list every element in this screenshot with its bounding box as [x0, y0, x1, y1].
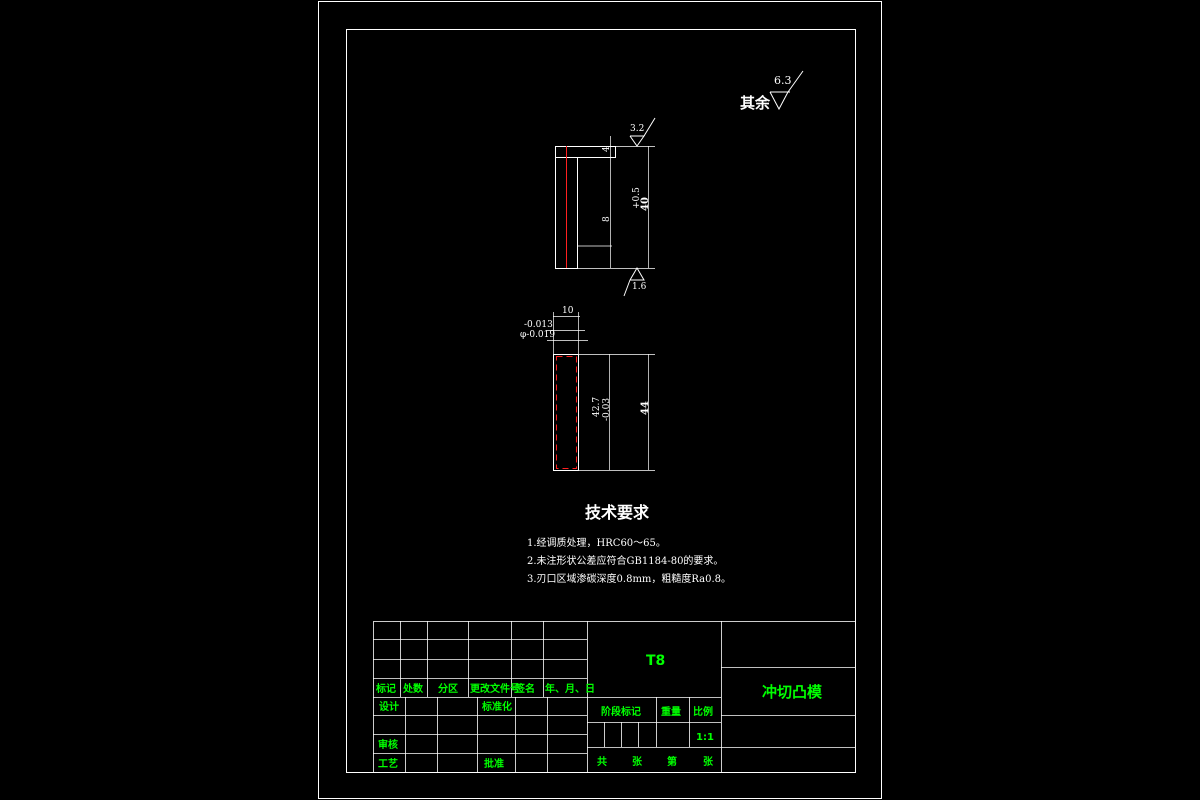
- process-label: 工艺: [378, 757, 398, 770]
- review-label: 审核: [378, 738, 398, 751]
- tech-requirement-3: 3.刃口区域渗碳深度0.8mm，粗糙度Ra0.8。: [527, 572, 731, 585]
- dim-inner-b: -0.03: [602, 398, 612, 421]
- dim-tol-upper: -0.013: [524, 320, 553, 330]
- dim-front-height-text: 44: [640, 401, 651, 415]
- side-view-head: [555, 146, 616, 158]
- front-view: 10 -0.013 φ-0.019 42.7 -0.03 44: [520, 306, 655, 471]
- part-name-text: 冲切凸模: [762, 683, 823, 701]
- standardization-label: 标准化: [481, 700, 512, 713]
- scale-value: 1:1: [696, 732, 714, 743]
- dim-mid-text: 8: [602, 216, 612, 222]
- general-roughness-value: 6.3: [774, 74, 792, 87]
- roughness-top-value: 3.2: [630, 124, 644, 134]
- dim-height-text: 40: [640, 197, 651, 211]
- roughness-triangle-icon: [769, 91, 789, 111]
- sheets-total-a: 共: [597, 755, 607, 768]
- roughness-top-leader: [643, 117, 656, 137]
- sheet-no-a: 第: [667, 755, 677, 768]
- title-block: T8 冲切凸模 标记 处数 分区 更改文件号 签名 年、月、日 设计 标准化 审…: [373, 621, 856, 773]
- title-block-border: [373, 621, 856, 773]
- dim-height-tol: +0.5: [632, 187, 642, 209]
- dim-top-text: 4: [602, 146, 612, 152]
- header-count: 处数: [402, 682, 424, 695]
- material-text: T8: [646, 653, 665, 669]
- roughness-bottom-value: 1.6: [632, 282, 647, 292]
- front-view-hidden-outline: [556, 356, 577, 469]
- weight-label: 重量: [661, 705, 681, 718]
- header-zone: 分区: [438, 682, 458, 695]
- sheets-total-b: 张: [632, 755, 643, 768]
- header-date: 年、月、日: [545, 682, 595, 695]
- dim-tol-lower: φ-0.019: [520, 330, 555, 340]
- dim-width-text: 10: [562, 306, 574, 316]
- dim-inner-a: 42.7: [592, 397, 602, 417]
- header-change-doc: 更改文件号: [470, 682, 520, 695]
- stage-mark-label: 阶段标记: [601, 705, 641, 718]
- header-sign: 签名: [514, 682, 535, 695]
- tech-requirement-1: 1.经调质处理，HRC60～65。: [527, 536, 666, 549]
- tech-requirements: 技术要求 1.经调质处理，HRC60～65。 2.未注形状公差应符合GB1184…: [527, 503, 731, 585]
- sheet-no-b: 张: [703, 755, 714, 768]
- roughness-top-icon: [629, 135, 645, 147]
- approve-label: 批准: [484, 757, 504, 770]
- sheet-outer-border: [318, 1, 882, 799]
- header-mark: 标记: [375, 682, 396, 695]
- tech-requirements-title: 技术要求: [585, 503, 650, 522]
- roughness-bottom-icon: [629, 267, 645, 281]
- side-view: 4 8 +0.5 40 3.2 1.6: [555, 117, 656, 297]
- general-roughness-symbol: 其余 6.3: [740, 70, 804, 112]
- scale-label: 比例: [693, 705, 713, 718]
- general-roughness-label: 其余: [740, 94, 771, 112]
- tech-requirement-2: 2.未注形状公差应符合GB1184-80的要求。: [527, 554, 723, 567]
- roughness-leader: [787, 70, 804, 93]
- design-label: 设计: [379, 700, 399, 713]
- roughness-bottom-leader: [623, 279, 631, 297]
- front-view-body: [553, 354, 579, 471]
